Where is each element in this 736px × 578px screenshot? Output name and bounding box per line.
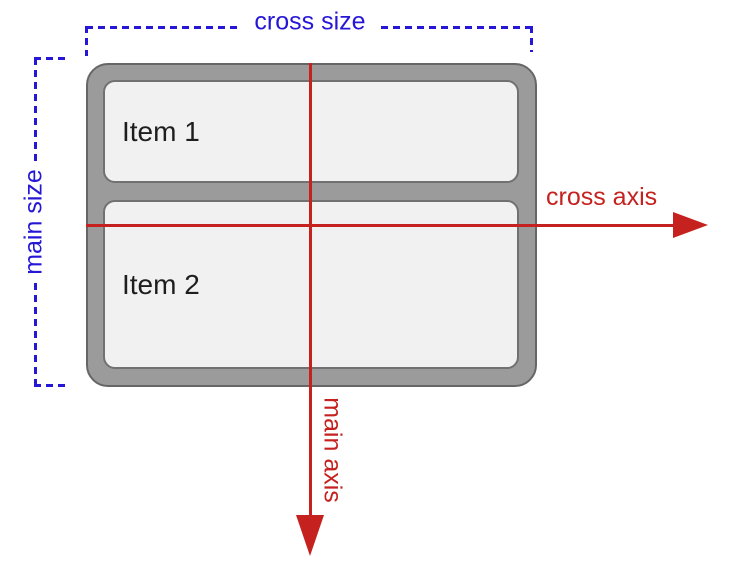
main-axis-line [309,63,312,517]
main-size-bracket-tick-bottom [34,384,65,387]
cross-axis-arrowhead-right-icon [673,212,708,238]
main-axis-label: main axis [318,397,347,503]
cross-size-bracket-tick-left [85,26,88,56]
cross-size-bracket-line-left [86,26,238,29]
cross-size-label: cross size [254,7,366,36]
cross-size-bracket-tick-right [530,26,533,52]
main-size-bracket-line-bottom [34,283,37,386]
flex-item-2-label: Item 2 [122,268,200,300]
cross-size-bracket-line-right [381,26,531,29]
cross-axis-label: cross axis [546,183,658,211]
main-size-label: main size [19,169,48,275]
main-axis-arrowhead-down-icon [296,515,324,556]
main-size-bracket-tick-top [34,57,67,60]
main-size-bracket-line-top [34,58,37,162]
cross-axis-line [86,224,675,227]
flex-item-1-label: Item 1 [122,115,200,147]
